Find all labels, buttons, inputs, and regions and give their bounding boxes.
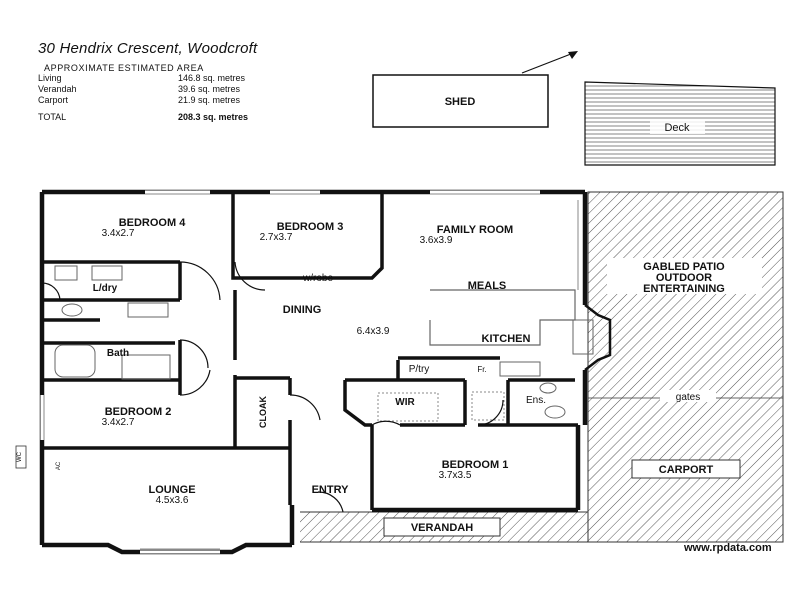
room-dims-bedroom4: 3.4x2.7 [102, 228, 135, 239]
laundry-tub [54, 265, 78, 281]
room-name-laundry: L/dry [93, 283, 118, 294]
interior-walls [42, 192, 578, 510]
room-dims-bedroom3: 2.7x3.7 [260, 232, 293, 243]
area-row-carport: Carport 21.9 sq. metres [38, 95, 338, 106]
room-dims-dining: 6.4x3.9 [357, 326, 390, 337]
ensuite-basin [544, 405, 566, 419]
area-row-total: TOTAL 208.3 sq. metres [38, 112, 338, 123]
room-name-ensuite: Ens. [526, 395, 546, 406]
wc-marker: WC [17, 451, 23, 462]
area-name: Verandah [38, 84, 77, 94]
ac-marker: AC [56, 461, 62, 470]
room-dims-family: 3.6x3.9 [420, 235, 453, 246]
room-name-wrobe: w/robe [302, 273, 333, 284]
room-name-bedroom1: BEDROOM 1 [442, 459, 509, 471]
property-address: 30 Hendrix Crescent, Woodcroft [38, 40, 258, 57]
carport-label: CARPORT [659, 464, 714, 476]
room-name-family: FAMILY ROOM [437, 224, 513, 236]
room-dims-bedroom2: 3.4x2.7 [102, 417, 135, 428]
room-name-dining: DINING [283, 304, 322, 316]
room-name-kitchen: KITCHEN [482, 333, 531, 345]
room-name-meals: MEALS [468, 280, 507, 292]
shed [372, 74, 549, 128]
area-row-verandah: Verandah 39.6 sq. metres [38, 84, 338, 95]
area-heading: APPROXIMATE ESTIMATED AREA [44, 63, 204, 73]
wir-shelf [377, 392, 439, 422]
room-name-bedroom4: BEDROOM 4 [119, 217, 187, 229]
gates-label: gates [676, 392, 700, 403]
room-dims-lounge: 4.5x3.6 [156, 495, 189, 506]
room-name-cloak: CLOAK [258, 396, 268, 428]
bathtub [54, 344, 96, 378]
room-name-wir: WIR [395, 397, 415, 408]
cooktop [499, 361, 541, 377]
room-name-bedroom3: BEDROOM 3 [277, 221, 344, 233]
door-swings [41, 261, 504, 513]
washing-machine [91, 265, 123, 281]
area-value: 146.8 sq. metres [178, 73, 246, 83]
toilet-icon [61, 303, 83, 317]
area-value: 208.3 sq. metres [178, 112, 249, 122]
shower [121, 354, 171, 380]
kitchen-sink [572, 319, 594, 355]
patio-label-line3: ENTERTAINING [643, 283, 725, 295]
kitchen-bench [429, 289, 576, 346]
ensuite-toilet-icon [539, 382, 557, 394]
verandah-label: VERANDAH [411, 522, 473, 534]
area-name: TOTAL [38, 112, 67, 122]
room-name-lounge: LOUNGE [148, 484, 195, 496]
room-name-entry: ENTRY [312, 484, 350, 496]
patio-label-line2: OUTDOOR [656, 272, 712, 284]
area-name: Carport [38, 95, 69, 105]
ensuite-shower [471, 391, 505, 421]
fridge-label: Fr. [477, 365, 486, 374]
deck-label: Deck [664, 122, 690, 134]
north-arrow-icon [521, 51, 578, 74]
room-dims-bedroom1: 3.7x3.5 [439, 470, 472, 481]
area-name: Living [38, 73, 62, 83]
plan-header: 30 Hendrix Crescent, Woodcroft APPROXIMA… [38, 40, 338, 123]
credit-watermark: www.rpdata.com [684, 542, 772, 554]
area-row-living: Living 146.8 sq. metres [38, 73, 338, 84]
vanity [127, 302, 169, 318]
room-name-bedroom2: BEDROOM 2 [105, 406, 172, 418]
patio-label-line1: GABLED PATIO [643, 261, 725, 273]
room-name-bath: Bath [107, 348, 129, 359]
shed-label: SHED [445, 96, 476, 108]
area-value: 21.9 sq. metres [178, 95, 241, 105]
room-name-pantry: P/try [409, 364, 430, 375]
patio-carport-area [587, 191, 784, 543]
area-value: 39.6 sq. metres [178, 84, 241, 94]
